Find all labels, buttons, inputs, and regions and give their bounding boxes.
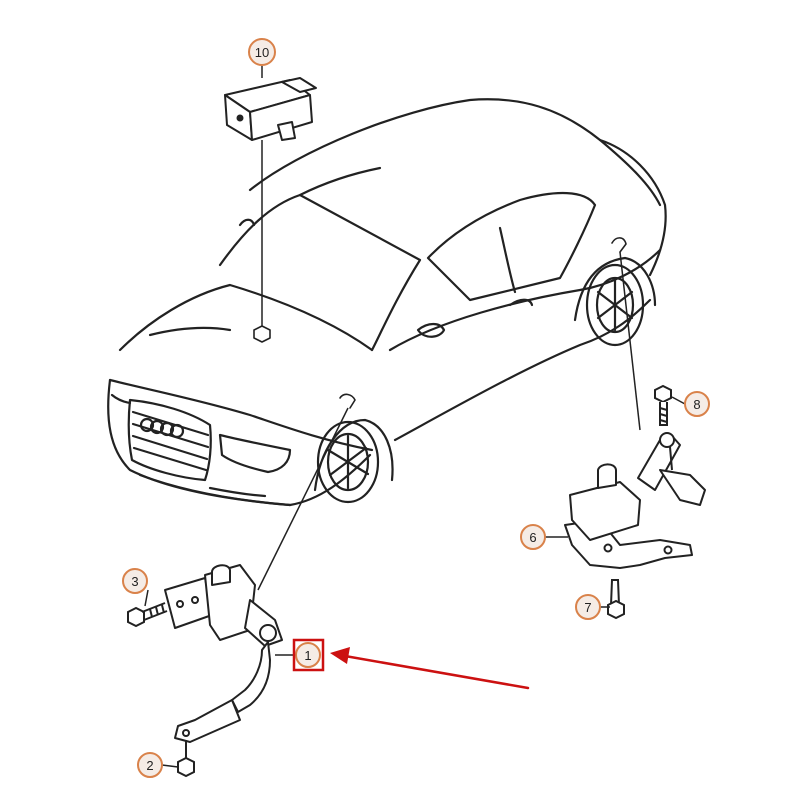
car-illustration [107, 98, 667, 507]
highlight-arrow [330, 647, 530, 690]
leader-lines [144, 66, 686, 768]
callout-1-highlight-box [292, 638, 325, 672]
callout-2: 2 [137, 752, 163, 778]
callout-6-label: 6 [529, 530, 536, 545]
callout-2-label: 2 [146, 758, 153, 773]
callout-8: 8 [684, 391, 710, 417]
callout-3-label: 3 [131, 574, 138, 589]
callout-3: 3 [122, 568, 148, 594]
part-3-bolt [127, 602, 168, 628]
callout-10-label: 10 [255, 45, 269, 60]
callout-7: 7 [575, 594, 601, 620]
callout-1: 1 [292, 638, 325, 672]
part-10-control-module [224, 77, 317, 141]
part-7-bolt [607, 579, 625, 620]
callout-8-label: 8 [693, 397, 700, 412]
part-8-bolt [654, 384, 672, 426]
callout-10: 10 [248, 38, 276, 66]
callout-6: 6 [520, 524, 546, 550]
part-2-nut [177, 740, 195, 778]
callout-1-label: 1 [304, 648, 311, 663]
part-6-rear-level-sensor [564, 432, 706, 569]
part-1-level-sensor [164, 564, 283, 743]
callout-7-label: 7 [584, 600, 591, 615]
